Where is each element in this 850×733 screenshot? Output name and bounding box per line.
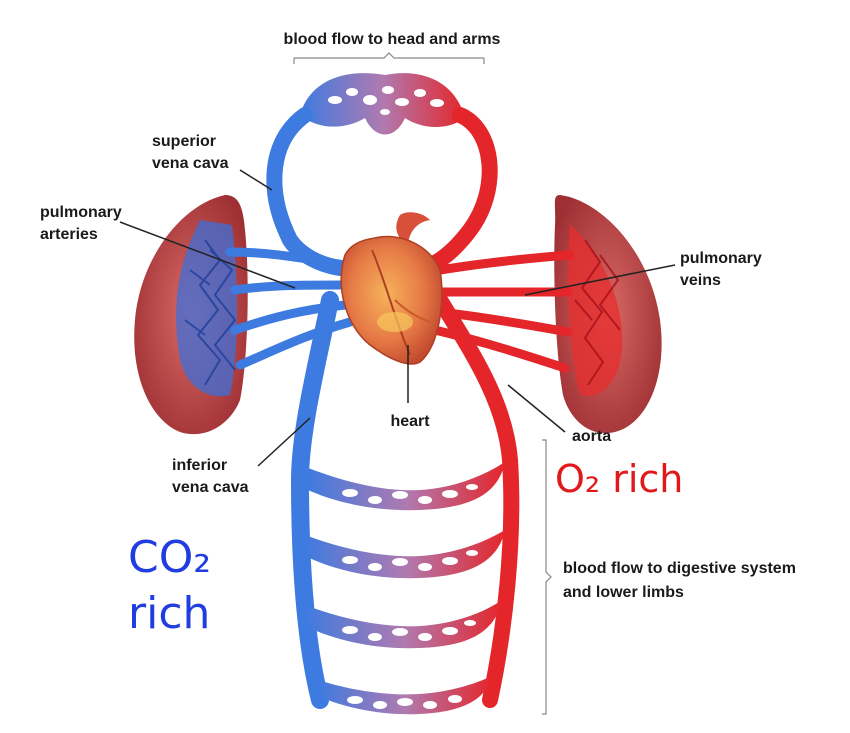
lower-capillary-beds bbox=[305, 462, 505, 715]
label-pulmonary-arteries: pulmonary arteries bbox=[40, 204, 126, 243]
right-lung bbox=[554, 195, 662, 434]
annotation-co2-rich: CO₂ rich bbox=[128, 532, 225, 639]
descending-aorta bbox=[432, 292, 520, 708]
label-aorta: aorta bbox=[572, 428, 611, 445]
heart-illustration bbox=[340, 212, 443, 365]
head-arms-capillaries bbox=[300, 73, 465, 135]
aortic-arch bbox=[417, 107, 498, 276]
capillary-bed-3 bbox=[305, 600, 502, 649]
label-head-arms: blood flow to head and arms bbox=[284, 31, 501, 48]
head-arms-bracket bbox=[293, 52, 485, 64]
inferior-vena-cava bbox=[290, 291, 339, 709]
capillary-bed-4 bbox=[318, 676, 492, 715]
label-heart: heart bbox=[390, 413, 430, 430]
label-digestive-lower-limbs: blood flow to digestive system and lower… bbox=[563, 560, 800, 601]
label-pulmonary-veins: pulmonary veins bbox=[680, 250, 766, 289]
capillary-bed-2 bbox=[305, 530, 505, 579]
annotation-o2-rich: O₂ rich bbox=[555, 457, 683, 501]
left-lung bbox=[134, 195, 248, 435]
label-inferior-vena-cava: inferior vena cava bbox=[172, 457, 249, 496]
leader-lines bbox=[119, 169, 676, 467]
lower-body-bracket bbox=[542, 439, 552, 715]
capillary-bed-1 bbox=[308, 462, 505, 511]
superior-vena-cava bbox=[266, 107, 348, 276]
label-superior-vena-cava: superior vena cava bbox=[152, 133, 229, 172]
